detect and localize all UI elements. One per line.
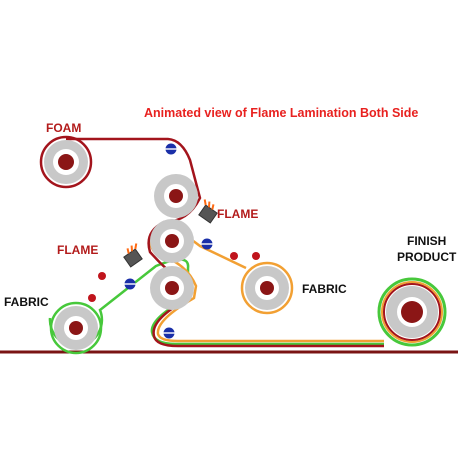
finish-roll-mid (381, 281, 443, 343)
finish-roll-inner (383, 283, 441, 341)
left-flame-burner-icon (123, 243, 143, 268)
left-flame-label: FLAME (57, 243, 99, 257)
left-fabric-roller (54, 306, 98, 350)
finish-label-line1: FINISH (407, 234, 447, 248)
guide-roller-exit (163, 327, 175, 339)
guide-roller-right-fabric (201, 238, 213, 250)
left-fabric-roll-outline (49, 301, 103, 355)
finish-roll-outer (377, 277, 447, 347)
foam-path (66, 137, 384, 348)
guide-roller-foam (165, 143, 177, 155)
foam-roll-outline (39, 135, 93, 189)
guide-dot (252, 252, 260, 260)
guide-dot (98, 272, 106, 280)
upper-flame-burner-icon (198, 199, 218, 224)
guide-dot (88, 294, 96, 302)
left-fabric-label: FABRIC (4, 295, 49, 309)
finish-product-roller (386, 286, 438, 338)
middle-lamination-roller (150, 219, 194, 263)
diagram-title: Animated view of Flame Lamination Both S… (144, 106, 419, 120)
finish-label-line2: PRODUCT (397, 250, 457, 264)
right-fabric-label: FABRIC (302, 282, 347, 296)
guide-dot (230, 252, 238, 260)
finish-product-label: FINISH PRODUCT (397, 233, 456, 265)
right-fabric-roller (245, 266, 289, 310)
right-fabric-roll-outline (240, 261, 294, 315)
bottom-lamination-roller (150, 266, 194, 310)
top-lamination-roller (154, 174, 198, 218)
upper-flame-label: FLAME (217, 207, 259, 221)
foam-label: FOAM (46, 121, 82, 135)
foam-supply-roller (44, 140, 88, 184)
guide-roller-left-fabric (124, 278, 136, 290)
